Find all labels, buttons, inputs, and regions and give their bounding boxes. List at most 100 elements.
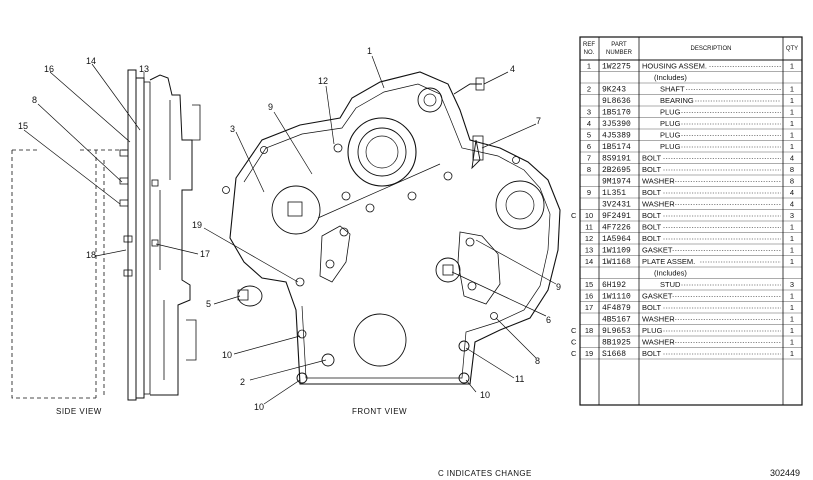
- quantity: 1: [790, 303, 794, 312]
- ref-number: 6: [587, 142, 591, 151]
- table-row: 16 1W1110 GASKET 1: [580, 292, 802, 302]
- figure-number: 302449: [770, 468, 800, 478]
- description: BOLT: [642, 303, 661, 312]
- quantity: 1: [790, 338, 794, 347]
- description: WASHER: [642, 177, 675, 186]
- header-qty: QTY: [786, 46, 798, 52]
- quantity: 1: [790, 223, 794, 232]
- quantity: 1: [790, 62, 794, 71]
- part-number: 3V2431: [602, 201, 631, 210]
- callout-3: 3: [230, 124, 235, 134]
- ref-number: 9: [587, 188, 591, 197]
- header-description: DESCRIPTION: [690, 46, 731, 52]
- callout-10-a: 10: [222, 350, 232, 360]
- quantity: 1: [790, 142, 794, 151]
- quantity: 3: [790, 280, 794, 289]
- change-marker: C: [571, 211, 577, 220]
- description: PLATE ASSEM.: [642, 257, 695, 266]
- description: BOLT: [642, 234, 661, 243]
- description: BOLT: [642, 165, 661, 174]
- description: BOLT: [642, 154, 661, 163]
- part-number: 1A5964: [602, 235, 631, 244]
- description: BOLT: [642, 188, 661, 197]
- description: BOLT: [642, 211, 661, 220]
- description: PLUG: [660, 108, 681, 117]
- ref-number: 12: [585, 234, 593, 243]
- quantity: 1: [790, 96, 794, 105]
- part-number: 1W2275: [602, 63, 631, 72]
- callout-15: 15: [18, 121, 28, 131]
- ref-number: 7: [587, 154, 591, 163]
- ref-number: 4: [587, 119, 591, 128]
- quantity: 4: [790, 154, 794, 163]
- callout-17: 17: [200, 249, 210, 259]
- part-number: 1W1109: [602, 247, 631, 256]
- part-number: 1B5174: [602, 143, 631, 152]
- part-number: 8S9191: [602, 155, 631, 164]
- part-number: 8B1925: [602, 339, 631, 348]
- callout-4: 4: [510, 64, 515, 74]
- quantity: 4: [790, 188, 794, 197]
- ref-number: 16: [585, 292, 593, 301]
- change-marker: C: [571, 326, 577, 335]
- callouts: 16 14 13 8 15 18 17 1 4 12 9 3 7 19 5 10…: [18, 46, 561, 412]
- ref-number: 15: [585, 280, 593, 289]
- description: PLUG: [660, 131, 681, 140]
- description: BOLT: [642, 349, 661, 358]
- table-row: 9L8636 BEARING 1: [580, 96, 802, 107]
- callout-9-right: 9: [556, 282, 561, 292]
- part-number: 2B2695: [602, 166, 631, 175]
- part-number: 1L351: [602, 189, 626, 198]
- callout-7: 7: [536, 116, 541, 126]
- description: BEARING: [660, 96, 694, 105]
- part-number: 1B5170: [602, 109, 631, 118]
- description: (Includes): [654, 269, 687, 278]
- front-view-drawing: [203, 55, 561, 405]
- table-row: 12 1A5964 BOLT 1: [580, 234, 802, 245]
- part-number: 9K243: [602, 86, 626, 95]
- part-number: 1W1110: [602, 293, 631, 302]
- part-number: 1W1168: [602, 258, 631, 267]
- callout-10-b: 10: [254, 402, 264, 412]
- description: GASKET: [642, 246, 673, 255]
- description: HOUSING ASSEM.: [642, 62, 707, 71]
- part-number: S1668: [602, 350, 626, 359]
- quantity: 1: [790, 234, 794, 243]
- quantity: 1: [790, 292, 794, 301]
- part-number: 9L8636: [602, 97, 631, 106]
- bolt-holes: [222, 143, 520, 384]
- ref-number: 2: [587, 85, 591, 94]
- ref-number: 18: [585, 326, 593, 335]
- description: WASHER: [642, 338, 675, 347]
- quantity: 1: [790, 349, 794, 358]
- description: STUD: [660, 280, 681, 289]
- part-number: 4F4879: [602, 304, 631, 313]
- callout-12: 12: [318, 76, 328, 86]
- callout-19: 19: [192, 220, 202, 230]
- quantity: 4: [790, 200, 794, 209]
- description: GASKET: [642, 292, 673, 301]
- table-row: (Includes): [580, 269, 802, 279]
- callout-1: 1: [367, 46, 372, 56]
- callout-13: 13: [139, 64, 149, 74]
- side-view-drawing: [11, 63, 201, 401]
- quantity: 1: [790, 257, 794, 266]
- callout-16: 16: [44, 64, 54, 74]
- part-number: 4J5389: [602, 132, 631, 141]
- ref-number: 19: [585, 349, 593, 358]
